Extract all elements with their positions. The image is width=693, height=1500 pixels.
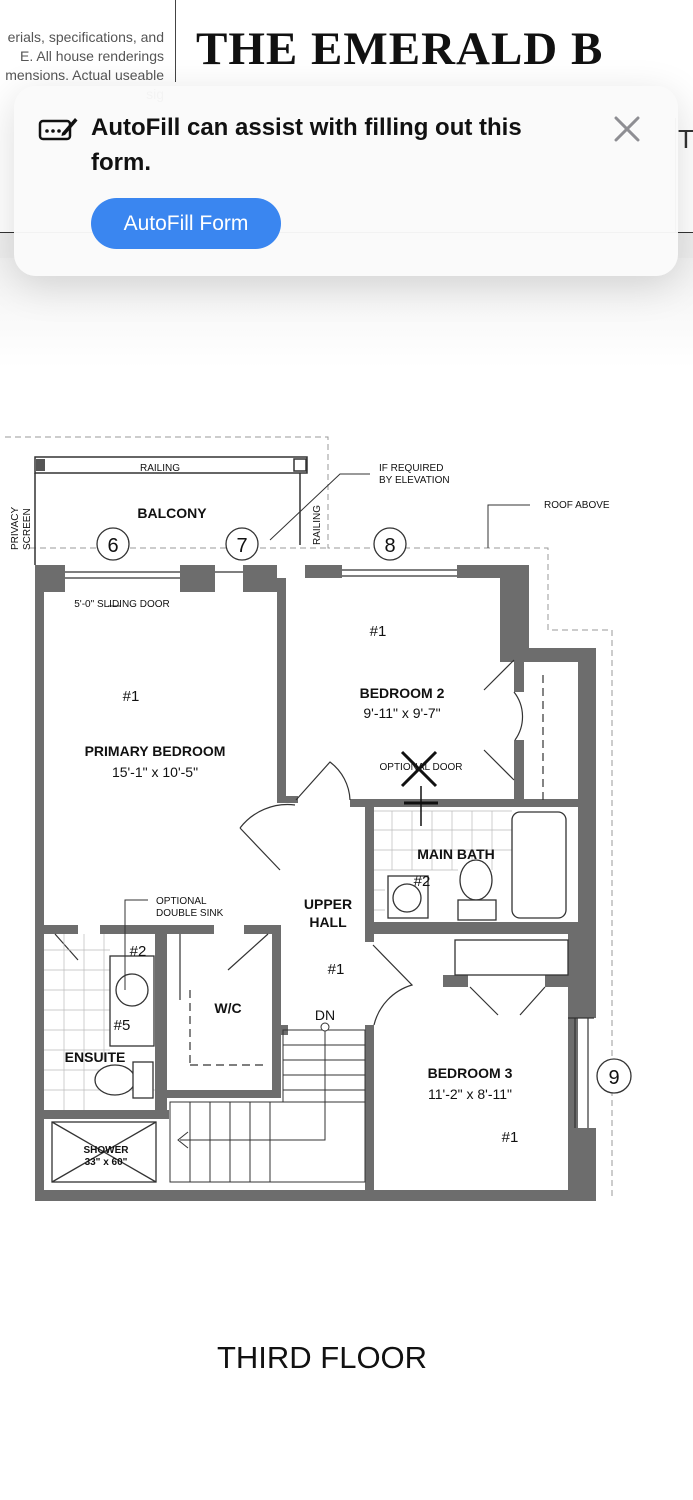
bedroom-3-label: BEDROOM 3 xyxy=(428,1065,513,1081)
disclaimer-line: erials, specifications, and xyxy=(7,29,164,45)
railing-side-label: RAILING xyxy=(312,505,323,545)
balcony-railing xyxy=(34,456,308,565)
autofill-form-icon xyxy=(38,118,78,141)
fixtures xyxy=(51,811,569,1183)
disclaimer-line: E. All house renderings xyxy=(20,48,164,64)
by-elevation-label: BY ELEVATION xyxy=(379,475,450,486)
tile-pattern xyxy=(44,810,512,1110)
header-divider xyxy=(175,0,176,82)
interior-walls xyxy=(44,578,578,1195)
upper-hall-mark: #1 xyxy=(328,961,345,978)
optional-door-marker xyxy=(400,750,438,826)
ensuite-mark-2: #2 xyxy=(130,943,147,960)
grid-marker-9: 9 xyxy=(608,1067,619,1089)
grid-markers xyxy=(96,527,632,1094)
bedroom-3-dims: 11'-2" x 8'-11" xyxy=(428,1086,512,1102)
bedroom-2-mark: #1 xyxy=(370,623,387,640)
document-title: THE EMERALD B xyxy=(196,23,604,75)
down-label: DN xyxy=(315,1007,335,1023)
upper-label: UPPER xyxy=(304,896,352,912)
grid-marker-7: 7 xyxy=(236,535,247,557)
double-sink-label: DOUBLE SINK xyxy=(156,908,224,919)
wc-label: W/C xyxy=(214,1000,241,1016)
banner-shadow-area xyxy=(0,258,693,368)
disclaimer-line: mensions. Actual useable xyxy=(5,67,164,83)
main-bath-mark: #2 xyxy=(414,873,431,890)
shower-dims: 33" x 60" xyxy=(85,1157,128,1168)
if-required-label: IF REQUIRED xyxy=(379,463,443,474)
exterior-walls xyxy=(35,565,596,1201)
balcony-label: BALCONY xyxy=(137,505,207,521)
floor-plan: 6 7 8 9 RAILING IF REQUIRED BY ELEVATION… xyxy=(5,436,632,1201)
bedroom-3-mark: #1 xyxy=(502,1129,519,1146)
leader-lines xyxy=(108,473,530,990)
sliding-door-label: 5'-0" SLIDING DOOR xyxy=(74,599,169,610)
autofill-message: AutoFill can assist with filling out thi… xyxy=(91,114,522,176)
bedroom-2-label: BEDROOM 2 xyxy=(360,685,445,701)
disclaimer-text: erials, specifications, and E. All house… xyxy=(0,28,164,104)
openings xyxy=(54,569,594,1128)
privacy-label: PRIVACY xyxy=(10,507,21,550)
main-bath-label: MAIN BATH xyxy=(417,846,495,862)
autofill-banner: AutoFill can assist with filling out thi… xyxy=(14,86,678,276)
grid-marker-8: 8 xyxy=(384,535,395,557)
optional-sink-label: OPTIONAL xyxy=(156,896,207,907)
bedroom-2-dims: 9'-11" x 9'-7" xyxy=(363,705,440,721)
primary-bedroom-label: PRIMARY BEDROOM xyxy=(85,743,226,759)
roof-above-label: ROOF ABOVE xyxy=(544,500,610,511)
hall-label: HALL xyxy=(309,914,347,930)
shower-label: SHOWER xyxy=(84,1145,130,1156)
close-icon[interactable] xyxy=(610,112,644,146)
screen-label: SCREEN xyxy=(22,508,33,550)
grid-marker-6: 6 xyxy=(107,535,118,557)
ensuite-mark-5: #5 xyxy=(114,1017,131,1034)
primary-bedroom-dims: 15'-1" x 10'-5" xyxy=(112,764,198,780)
primary-bedroom-mark: #1 xyxy=(123,688,140,705)
ensuite-label: ENSUITE xyxy=(65,1049,126,1065)
optional-door-label: OPTIONAL DOOR xyxy=(380,762,463,773)
floor-title: THIRD FLOOR xyxy=(216,1340,428,1375)
stairs xyxy=(169,1022,366,1183)
header-right-text: T xyxy=(678,124,693,154)
railing-label: RAILING xyxy=(140,463,180,474)
autofill-form-button[interactable]: AutoFill Form xyxy=(91,198,281,249)
plan-labels: RAILING IF REQUIRED BY ELEVATION ROOF AB… xyxy=(10,463,610,1168)
dashed-outline xyxy=(5,436,613,1200)
